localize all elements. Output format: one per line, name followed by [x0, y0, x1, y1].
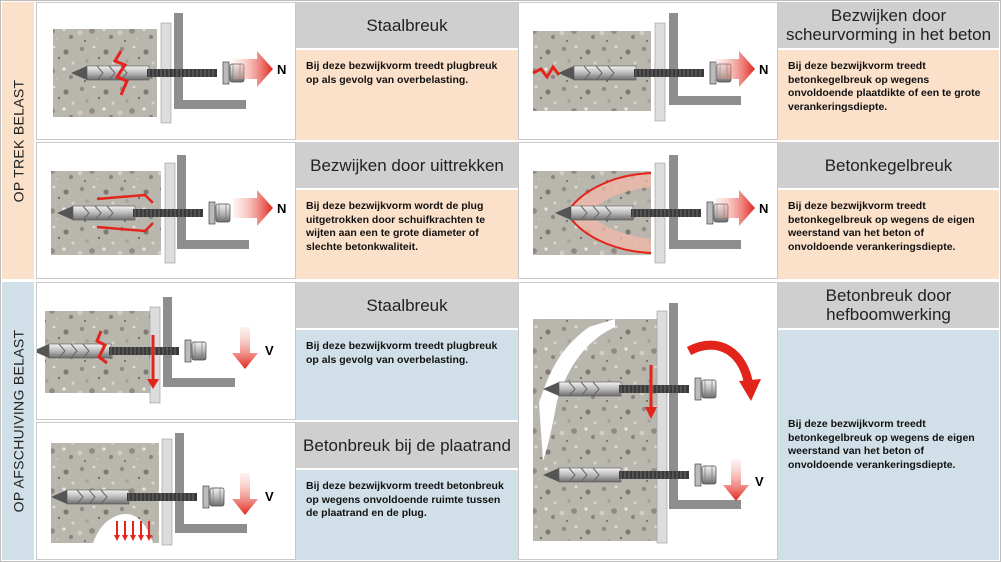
side-label-shear-text: OP AFSCHUIVING BELAST — [10, 329, 26, 513]
force-label: N — [759, 201, 768, 216]
title-concrete-cone-failure: Betonkegelbreuk — [778, 142, 999, 190]
title-pull-out-failure: Bezwijken door uittrekken — [296, 142, 518, 190]
title-shear-steel-failure: Staalbreuk — [296, 282, 518, 330]
side-label-shear: OP AFSCHUIVING BELAST — [2, 282, 34, 560]
side-label-tension-text: OP TREK BELAST — [10, 79, 27, 202]
illustration-pull-out-failure: N — [36, 142, 296, 279]
side-label-tension: OP TREK BELAST — [2, 2, 34, 279]
force-label: N — [277, 62, 286, 77]
shear-arrow-icon — [232, 473, 258, 515]
description-splitting-failure: Bij deze bezwijkvorm treedt betonkegelbr… — [778, 50, 999, 140]
description-shear-steel-failure: Bij deze bezwijkvorm treedt plugbreuk op… — [296, 330, 518, 420]
description-pull-out-failure: Bij deze bezwijkvorm wordt de plug uitge… — [296, 190, 518, 279]
illustration-tension-steel-failure: N — [36, 2, 296, 140]
shear-arrow-icon — [723, 459, 749, 501]
force-label: V — [265, 343, 274, 358]
tension-arrow-icon — [715, 51, 755, 87]
force-label: V — [265, 489, 274, 504]
force-label: N — [277, 201, 286, 216]
tension-arrow-icon — [715, 190, 755, 226]
description-concrete-cone-failure: Bij deze bezwijkvorm treedt betonkegelbr… — [778, 190, 999, 279]
title-steel-failure: Staalbreuk — [296, 2, 518, 50]
description-edge-failure: Bij deze bezwijkvorm treedt betonbreuk o… — [296, 470, 518, 560]
tension-arrow-icon — [233, 51, 273, 87]
illustration-pry-out-failure: V — [518, 282, 778, 560]
illustration-concrete-cone-failure: N — [518, 142, 778, 279]
illustration-edge-failure: V — [36, 422, 296, 560]
title-pry-out-failure: Betonbreuk door hefboomwerking — [778, 282, 999, 330]
illustration-splitting-failure: N — [518, 2, 778, 140]
description-pry-out-failure: Bij deze bezwijkvorm treedt betonkegelbr… — [778, 330, 999, 560]
title-splitting-failure: Bezwijken door scheurvorming in het beto… — [778, 2, 999, 50]
tension-arrow-icon — [233, 190, 273, 226]
rotation-arrow-icon — [739, 379, 761, 401]
force-label: N — [759, 62, 768, 77]
description-steel-failure: Bij deze bezwijkvorm treedt plugbreuk op… — [296, 50, 518, 140]
force-label: V — [755, 474, 764, 489]
description-pry-out-failure-text: Bij deze bezwijkvorm treedt betonkegelbr… — [788, 418, 975, 471]
shear-arrow-icon — [232, 327, 258, 369]
illustration-shear-steel-failure: V — [36, 282, 296, 420]
title-edge-failure: Betonbreuk bij de plaatrand — [296, 422, 518, 470]
